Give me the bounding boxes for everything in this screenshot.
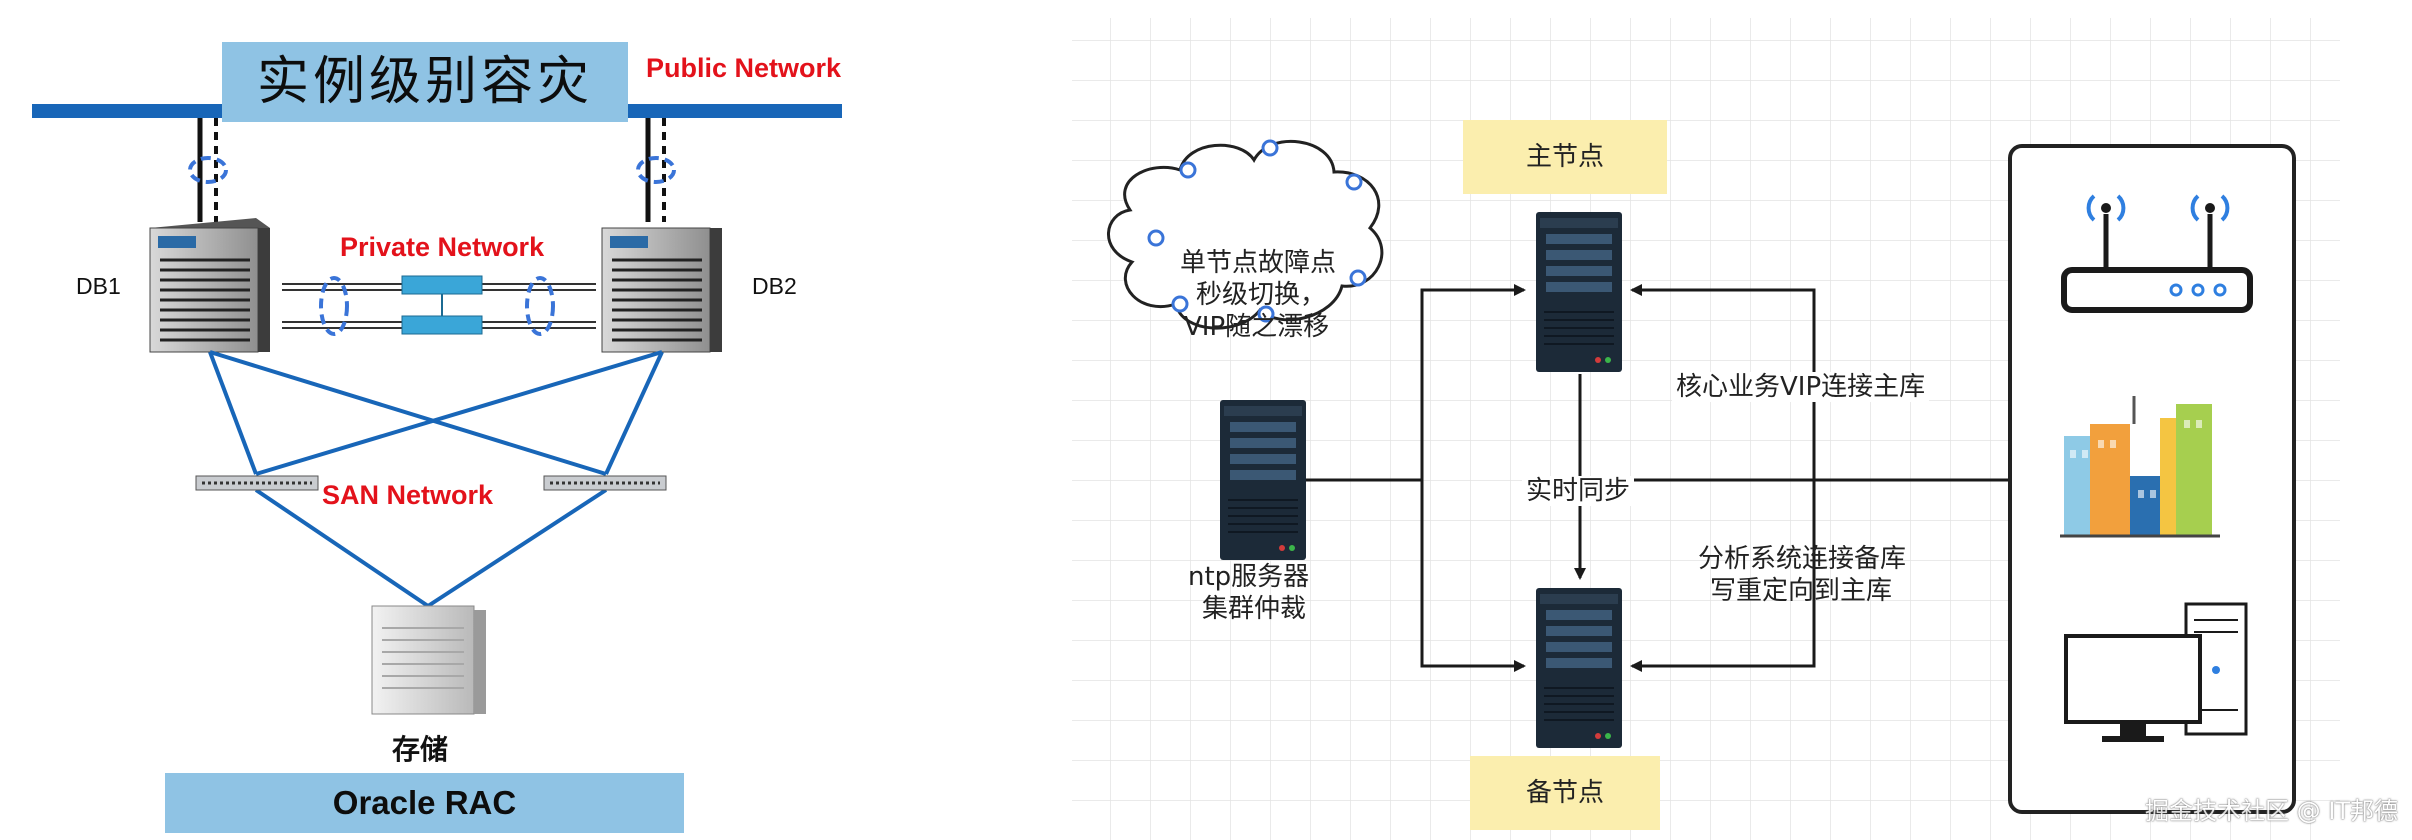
db1-server	[149, 218, 270, 353]
public-network-label: Public Network	[646, 53, 842, 83]
oracle-rac-diagram: 实例级别容灾 Public Network Private Network SA…	[0, 0, 1070, 840]
ha-architecture-diagram: 主节点 备节点 单节点故障点 秒级切换， VIP随之漂移 ntp服务器 集群仲裁…	[1070, 0, 2412, 840]
buildings-icon	[2060, 396, 2220, 538]
page-title: 实例级别容灾	[222, 42, 628, 122]
ntp-label-line-2: 集群仲裁	[1202, 594, 1307, 624]
ntp-label-line-1: ntp服务器	[1188, 562, 1310, 592]
cloud-text-line-1: 单节点故障点	[1180, 248, 1337, 278]
private-interconnect	[282, 275, 596, 336]
db1-label: DB1	[76, 273, 121, 299]
rac-diagram-graphics	[32, 104, 842, 715]
failover-note-cloud	[1107, 139, 1384, 330]
master-server	[1535, 211, 1623, 373]
cloud-text-line-3: VIP随之漂移	[1184, 312, 1330, 342]
db2-server	[601, 227, 722, 353]
storage-array	[371, 605, 486, 715]
router-icon	[2061, 194, 2253, 313]
private-network-label: Private Network	[340, 232, 545, 262]
ntp-server	[1219, 399, 1307, 561]
interconnect-switch-2	[401, 315, 483, 335]
sync-label: 实时同步	[1522, 476, 1635, 506]
san-cabling	[208, 350, 664, 608]
standby-server	[1535, 587, 1623, 749]
cloud-text-line-2: 秒级切换，	[1196, 280, 1327, 310]
ha-diagram-graphics	[1072, 18, 2340, 840]
interconnect-switch-1	[401, 275, 483, 295]
watermark: 掘金技术社区 @ IT邦德	[2145, 797, 2398, 825]
desktop-pc-icon	[2064, 602, 2248, 742]
db1-uplink	[188, 118, 228, 222]
standby-node-note: 备节点	[1470, 756, 1660, 830]
master-node-note: 主节点	[1463, 120, 1667, 194]
core-vip-label: 核心业务VIP连接主库	[1672, 372, 1930, 402]
db2-uplink	[636, 118, 676, 222]
db2-label: DB2	[752, 273, 797, 299]
san-switch-left	[195, 475, 319, 491]
analysis-label-line-1: 分析系统连接备库	[1698, 544, 1907, 574]
storage-label: 存储	[392, 733, 449, 766]
san-switch-right	[543, 475, 667, 491]
oracle-rac-banner: Oracle RAC	[165, 773, 684, 833]
san-network-label: SAN Network	[322, 480, 494, 510]
analysis-label-line-2: 写重定向到主库	[1710, 576, 1893, 606]
